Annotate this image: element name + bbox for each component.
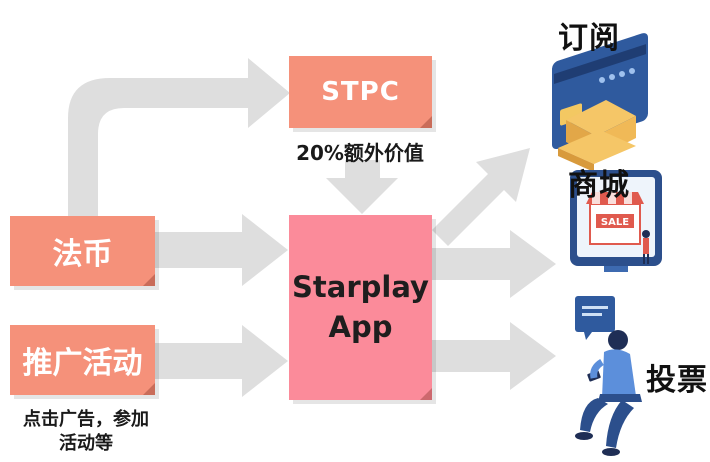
- fiat-label: 法币: [52, 237, 113, 272]
- arrow-stpc-to-app: [326, 160, 398, 214]
- online-store-icon: SALE: [570, 170, 662, 272]
- store-sign-text: SALE: [601, 217, 629, 228]
- credit-card-icon: [552, 33, 648, 172]
- stpc-note: 20%额外价值: [280, 140, 440, 167]
- arrow-fiat-to-stpc: [68, 58, 290, 217]
- app-label: Starplay App: [292, 270, 429, 344]
- subscription-title: 订阅: [558, 21, 620, 56]
- arrow-promotion-to-app: [155, 325, 288, 397]
- arrow-app-to-subscription: [432, 148, 530, 246]
- arrow-app-to-store: [432, 230, 556, 298]
- promotion-note: 点击广告，参加活动等: [22, 408, 150, 457]
- promotion-note-text: 点击广告，参加活动等: [23, 409, 149, 455]
- arrow-app-to-vote: [432, 322, 556, 390]
- vote-title: 投票: [646, 363, 708, 398]
- arrow-fiat-to-app: [155, 214, 288, 286]
- stpc-note-text: 20%额外价值: [296, 141, 424, 165]
- person-with-phone-icon: [575, 296, 642, 456]
- stpc-box: STPC: [289, 56, 432, 128]
- stpc-label: STPC: [321, 77, 400, 107]
- promotion-box: 推广活动: [10, 325, 155, 395]
- flow-arrows: [68, 58, 556, 397]
- fiat-box: 法币: [10, 216, 155, 286]
- app-box: Starplay App: [289, 215, 432, 400]
- store-title: 商城: [568, 168, 630, 203]
- promotion-label: 推广活动: [22, 346, 143, 381]
